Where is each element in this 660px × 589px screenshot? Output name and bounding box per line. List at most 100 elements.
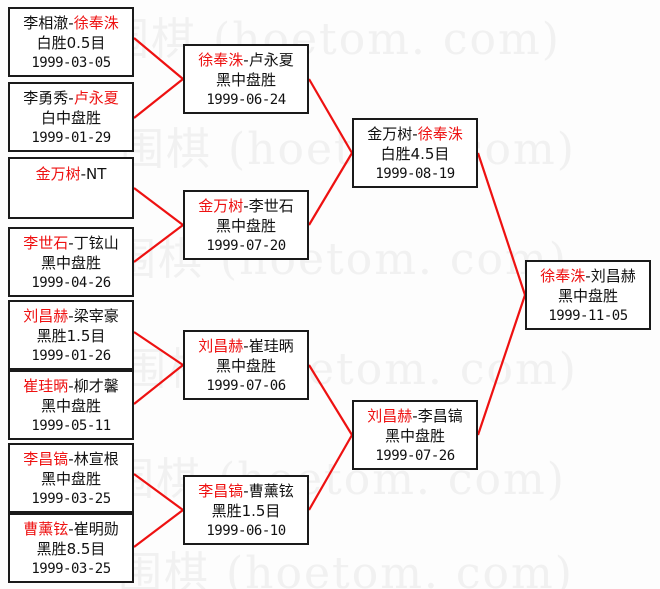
vs-dash: -	[243, 197, 249, 215]
player-loser: 崔明勋	[73, 520, 119, 538]
match-box-r2-m4[interactable]: 李昌镐-曹薰铉 黑胜1.5目 1999-06-10	[183, 475, 309, 545]
vs-dash: -	[68, 234, 74, 252]
match-date: 1999-07-20	[206, 238, 286, 254]
watermark-text: 围棋 (hoetom. com)	[118, 548, 574, 589]
match-box-r2-m1[interactable]: 徐奉洙-卢永夏 黑中盘胜 1999-06-24	[183, 44, 309, 114]
match-box-r1-m6[interactable]: 崔珪昞-柳才馨 黑中盘胜 1999-05-11	[8, 370, 134, 440]
match-result: 黑胜1.5目	[36, 327, 106, 345]
match-players: 徐奉洙-刘昌赫	[527, 266, 649, 286]
player-loser: NT	[86, 165, 107, 183]
match-date: 1999-03-25	[31, 561, 111, 577]
match-date: 1999-07-26	[375, 448, 455, 464]
player-winner: 刘昌赫	[198, 337, 244, 355]
match-result: 黑胜1.5目	[211, 502, 281, 520]
vs-dash: -	[412, 407, 418, 425]
match-date: 1999-03-25	[31, 491, 111, 507]
connector-line	[476, 294, 527, 436]
match-box-r1-m7[interactable]: 李昌镐-林宣根 黑中盘胜 1999-03-25	[8, 443, 134, 513]
connector-line	[133, 37, 184, 80]
player-winner: 徐奉洙	[198, 51, 244, 69]
match-box-r1-m5[interactable]: 刘昌赫-梁宰豪 黑胜1.5目 1999-01-26	[8, 300, 134, 370]
match-result: 黑中盘胜	[384, 427, 445, 445]
watermark-text: 围棋 (hoetom. com)	[120, 124, 576, 175]
vs-dash: -	[412, 125, 418, 143]
connector-line	[133, 473, 184, 511]
match-players: 李相澈-徐奉洙	[10, 13, 132, 33]
player-winner: 李勇秀	[23, 89, 69, 107]
connector-line	[133, 224, 184, 263]
match-date: 1999-11-05	[548, 308, 628, 324]
player-winner: 刘昌赫	[367, 407, 413, 425]
match-result: 黑中盘胜	[215, 217, 276, 235]
player-loser: 李世石	[248, 197, 294, 215]
match-box-r2-m3[interactable]: 刘昌赫-崔珪昞 黑中盘胜 1999-07-06	[183, 330, 309, 400]
match-result: 黑中盘胜	[40, 397, 101, 415]
connector-line	[133, 509, 184, 548]
match-box-r3-m2[interactable]: 刘昌赫-李昌镐 黑中盘胜 1999-07-26	[352, 400, 478, 470]
vs-dash: -	[68, 307, 74, 325]
match-box-r2-m2[interactable]: 金万树-李世石 黑中盘胜 1999-07-20	[183, 190, 309, 260]
match-date: 1999-08-19	[375, 166, 455, 182]
player-loser: 李昌镐	[417, 407, 463, 425]
match-players: 刘昌赫-梁宰豪	[10, 306, 132, 326]
player-winner: 李昌镐	[198, 482, 244, 500]
match-result: 黑中盘胜	[40, 254, 101, 272]
match-result: 白胜4.5目	[380, 145, 450, 163]
player-loser: 丁铉山	[73, 234, 119, 252]
match-result: 黑胜8.5目	[36, 540, 106, 558]
match-result: 黑中盘胜	[215, 71, 276, 89]
match-box-r1-m3[interactable]: 金万树-NT	[8, 157, 134, 219]
match-box-final[interactable]: 徐奉洙-刘昌赫 黑中盘胜 1999-11-05	[525, 260, 651, 330]
connector-line	[133, 78, 184, 119]
player-loser: 曹薰铉	[248, 482, 294, 500]
connector-line	[133, 187, 184, 226]
connector-line	[308, 434, 353, 511]
match-box-r1-m2[interactable]: 李勇秀-卢永夏 白中盘胜 1999-01-29	[8, 82, 134, 152]
match-box-r3-m1[interactable]: 金万树-徐奉洙 白胜4.5目 1999-08-19	[352, 118, 478, 188]
match-players: 李勇秀-卢永夏	[10, 88, 132, 108]
match-box-r1-m1[interactable]: 李相澈-徐奉洙 白胜0.5目 1999-03-05	[8, 7, 134, 77]
player-winner: 金万树	[35, 165, 81, 183]
match-date: 1999-06-10	[206, 523, 286, 539]
player-loser: 梁宰豪	[73, 307, 119, 325]
watermark-text: 围棋 (hoetom. com)	[112, 234, 568, 285]
match-result: 黑中盘胜	[40, 470, 101, 488]
match-date: 1999-04-26	[31, 275, 111, 291]
player-winner: 李相澈	[23, 14, 69, 32]
match-players: 金万树-李世石	[185, 196, 307, 216]
vs-dash: -	[243, 482, 249, 500]
vs-dash: -	[68, 14, 74, 32]
player-loser: 崔珪昞	[248, 337, 294, 355]
connector-line	[133, 364, 184, 405]
match-players: 刘昌赫-李昌镐	[354, 406, 476, 426]
match-date: 1999-03-05	[31, 55, 111, 71]
match-players: 金万树-NT	[10, 163, 132, 185]
match-date: 1999-01-29	[31, 130, 111, 146]
connector-line	[308, 364, 353, 436]
match-box-r1-m4[interactable]: 李世石-丁铉山 黑中盘胜 1999-04-26	[8, 227, 134, 297]
player-loser: 徐奉洙	[417, 125, 463, 143]
vs-dash: -	[585, 267, 591, 285]
match-result: 白胜0.5目	[36, 34, 106, 52]
vs-dash: -	[243, 337, 249, 355]
vs-dash: -	[68, 520, 74, 538]
match-result: 黑中盘胜	[557, 287, 618, 305]
player-loser: 卢永夏	[73, 89, 119, 107]
match-date: 1999-06-24	[206, 92, 286, 108]
watermark-text: 围棋 (hoetom. com)	[105, 14, 561, 65]
player-winner: 崔珪昞	[23, 377, 69, 395]
vs-dash: -	[68, 89, 74, 107]
match-players: 金万树-徐奉洙	[354, 124, 476, 144]
match-result: 白中盘胜	[40, 109, 101, 127]
player-winner: 曹薰铉	[23, 520, 69, 538]
match-players: 刘昌赫-崔珪昞	[185, 336, 307, 356]
vs-dash: -	[243, 51, 249, 69]
player-winner: 李世石	[23, 234, 69, 252]
match-players: 崔珪昞-柳才馨	[10, 376, 132, 396]
match-date: 1999-05-11	[31, 418, 111, 434]
player-loser: 柳才馨	[73, 377, 119, 395]
match-date: 1999-07-06	[206, 378, 286, 394]
match-box-r1-m8[interactable]: 曹薰铉-崔明勋 黑胜8.5目 1999-03-25	[8, 513, 134, 583]
match-players: 李昌镐-曹薰铉	[185, 481, 307, 501]
